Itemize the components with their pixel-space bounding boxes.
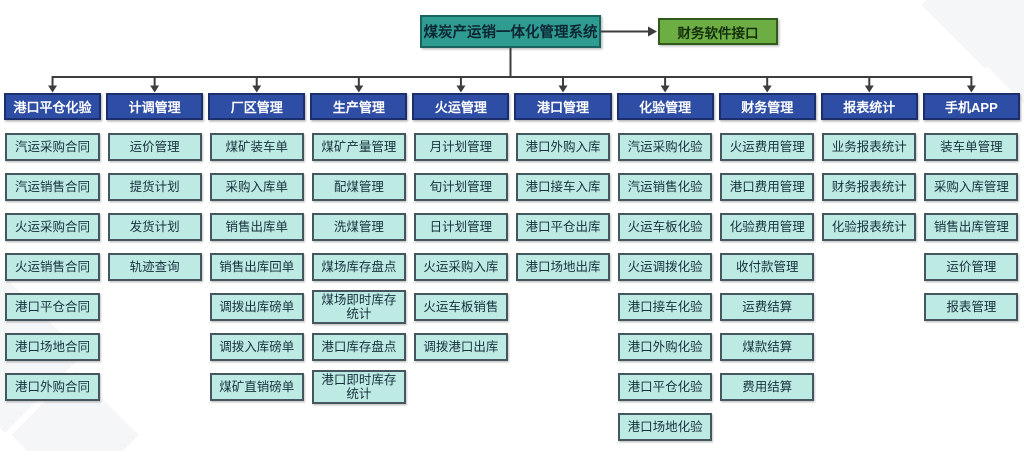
module-item: 洗煤管理 bbox=[311, 213, 406, 241]
module-item: 销售出库回单 bbox=[209, 253, 304, 281]
module-item: 化验费用管理 bbox=[720, 213, 815, 241]
module-item: 运价管理 bbox=[924, 253, 1019, 281]
module-column: 手机APP 装车单管理采购入库管理销售出库管理运价管理报表管理 bbox=[922, 93, 1020, 447]
module-header: 手机APP bbox=[922, 93, 1020, 120]
module-item: 报表管理 bbox=[924, 293, 1019, 321]
module-item: 配煤管理 bbox=[311, 173, 406, 201]
module-item: 月计划管理 bbox=[413, 133, 508, 161]
module-item: 采购入库管理 bbox=[924, 173, 1019, 201]
module-column: 港口管理港口外购入库港口接车入库港口平仓出库港口场地出库 bbox=[514, 93, 612, 447]
module-item: 港口场地合同 bbox=[5, 333, 100, 361]
module-item: 火运车板销售 bbox=[413, 293, 508, 321]
module-item: 汽运采购化验 bbox=[618, 133, 713, 161]
module-header: 化验管理 bbox=[616, 93, 714, 120]
module-item: 火运销售合同 bbox=[5, 253, 100, 281]
module-item: 港口接车入库 bbox=[515, 173, 611, 201]
module-item: 汽运销售合同 bbox=[5, 173, 100, 201]
module-item: 港口平仓出库 bbox=[515, 213, 611, 241]
module-item: 化验报表统计 bbox=[822, 213, 917, 241]
module-item: 煤场库存盘点 bbox=[311, 253, 406, 281]
module-item: 港口平仓化验 bbox=[618, 373, 713, 401]
module-column: 报表统计业务报表统计财务报表统计化验报表统计 bbox=[820, 93, 918, 447]
module-item: 运费结算 bbox=[720, 293, 815, 321]
module-item: 煤矿装车单 bbox=[209, 133, 304, 161]
module-item-list: 港口外购入库港口接车入库港口平仓出库港口场地出库 bbox=[514, 127, 611, 287]
module-columns: 港口平仓化验汽运采购合同汽运销售合同火运采购合同火运销售合同港口平仓合同港口场地… bbox=[4, 93, 1020, 447]
module-item-list: 汽运采购合同汽运销售合同火运采购合同火运销售合同港口平仓合同港口场地合同港口外购… bbox=[4, 127, 101, 407]
module-column: 财务管理火运费用管理港口费用管理化验费用管理收付款管理运费结算煤款结算费用结算 bbox=[718, 93, 816, 447]
module-item: 销售出库管理 bbox=[924, 213, 1019, 241]
module-item: 港口场地化验 bbox=[618, 413, 713, 441]
module-item: 调拨入库磅单 bbox=[209, 333, 304, 361]
module-item-list: 运价管理提货计划发货计划轨迹查询 bbox=[106, 127, 203, 287]
module-item: 火运调拨化验 bbox=[618, 253, 713, 281]
module-item: 调拨港口出库 bbox=[413, 333, 508, 361]
module-item: 火运采购入库 bbox=[413, 253, 508, 281]
module-header: 港口平仓化验 bbox=[4, 93, 102, 120]
module-column: 厂区管理煤矿装车单采购入库单销售出库单销售出库回单调拨出库磅单调拨入库磅单煤矿直… bbox=[208, 93, 306, 447]
module-item-list: 火运费用管理港口费用管理化验费用管理收付款管理运费结算煤款结算费用结算 bbox=[719, 127, 816, 407]
module-header: 计调管理 bbox=[106, 93, 204, 120]
module-item: 火运费用管理 bbox=[720, 133, 815, 161]
module-item: 提货计划 bbox=[107, 173, 202, 201]
module-item: 收付款管理 bbox=[720, 253, 815, 281]
module-item: 汽运销售化验 bbox=[618, 173, 713, 201]
module-item-list: 汽运采购化验汽运销售化验火运车板化验火运调拨化验港口接车化验港口外购化验港口平仓… bbox=[617, 127, 714, 447]
module-item: 调拨出库磅单 bbox=[209, 293, 304, 321]
system-title-label: 煤炭产运销一体化管理系统 bbox=[423, 25, 598, 41]
module-header: 生产管理 bbox=[310, 93, 408, 120]
module-item-list: 煤矿产量管理配煤管理洗煤管理煤场库存盘点煤场即时库存统计港口库存盘点港口即时库存… bbox=[310, 127, 407, 407]
module-item: 业务报表统计 bbox=[822, 133, 917, 161]
module-item: 采购入库单 bbox=[209, 173, 304, 201]
finance-interface-label: 财务软件接口 bbox=[677, 25, 759, 41]
module-header: 报表统计 bbox=[820, 93, 918, 120]
module-item: 港口场地出库 bbox=[515, 253, 611, 281]
module-item: 旬计划管理 bbox=[413, 173, 508, 201]
module-item: 煤场即时库存统计 bbox=[311, 289, 406, 325]
module-item: 火运车板化验 bbox=[618, 213, 713, 241]
module-item: 港口外购入库 bbox=[515, 133, 611, 161]
module-item: 财务报表统计 bbox=[822, 173, 917, 201]
module-item: 汽运采购合同 bbox=[5, 133, 100, 161]
module-column: 计调管理运价管理提货计划发货计划轨迹查询 bbox=[106, 93, 204, 447]
module-item: 火运采购合同 bbox=[5, 213, 100, 241]
module-item: 港口即时库存统计 bbox=[311, 369, 406, 405]
system-title-box: 煤炭产运销一体化管理系统 bbox=[420, 15, 601, 48]
module-item-list: 月计划管理旬计划管理日计划管理火运采购入库火运车板销售调拨港口出库 bbox=[412, 127, 509, 367]
module-header: 厂区管理 bbox=[208, 93, 306, 120]
module-item: 港口库存盘点 bbox=[311, 333, 406, 361]
module-item-list: 业务报表统计财务报表统计化验报表统计 bbox=[821, 127, 918, 247]
module-item: 日计划管理 bbox=[413, 213, 508, 241]
module-header: 火运管理 bbox=[412, 93, 510, 120]
module-item: 煤矿直销磅单 bbox=[209, 373, 304, 401]
module-header: 财务管理 bbox=[718, 93, 816, 120]
module-header: 港口管理 bbox=[514, 93, 612, 120]
module-item-list: 装车单管理采购入库管理销售出库管理运价管理报表管理 bbox=[923, 127, 1020, 327]
module-column: 火运管理月计划管理旬计划管理日计划管理火运采购入库火运车板销售调拨港口出库 bbox=[412, 93, 510, 447]
module-item: 港口平仓合同 bbox=[5, 293, 100, 321]
module-item: 发货计划 bbox=[107, 213, 202, 241]
module-item: 港口费用管理 bbox=[720, 173, 815, 201]
module-column: 港口平仓化验汽运采购合同汽运销售合同火运采购合同火运销售合同港口平仓合同港口场地… bbox=[4, 93, 102, 447]
module-item: 煤矿产量管理 bbox=[311, 133, 406, 161]
module-item-list: 煤矿装车单采购入库单销售出库单销售出库回单调拨出库磅单调拨入库磅单煤矿直销磅单 bbox=[208, 127, 305, 407]
module-item: 煤款结算 bbox=[720, 333, 815, 361]
module-item: 装车单管理 bbox=[924, 133, 1019, 161]
module-item: 费用结算 bbox=[720, 373, 815, 401]
module-item: 港口接车化验 bbox=[618, 293, 713, 321]
module-item: 轨迹查询 bbox=[107, 253, 202, 281]
module-item: 运价管理 bbox=[107, 133, 202, 161]
module-item: 销售出库单 bbox=[209, 213, 304, 241]
module-column: 生产管理煤矿产量管理配煤管理洗煤管理煤场库存盘点煤场即时库存统计港口库存盘点港口… bbox=[310, 93, 408, 447]
module-item: 港口外购化验 bbox=[618, 333, 713, 361]
module-item: 港口外购合同 bbox=[5, 373, 100, 401]
finance-interface-box: 财务软件接口 bbox=[658, 18, 778, 45]
module-column: 化验管理汽运采购化验汽运销售化验火运车板化验火运调拨化验港口接车化验港口外购化验… bbox=[616, 93, 714, 447]
